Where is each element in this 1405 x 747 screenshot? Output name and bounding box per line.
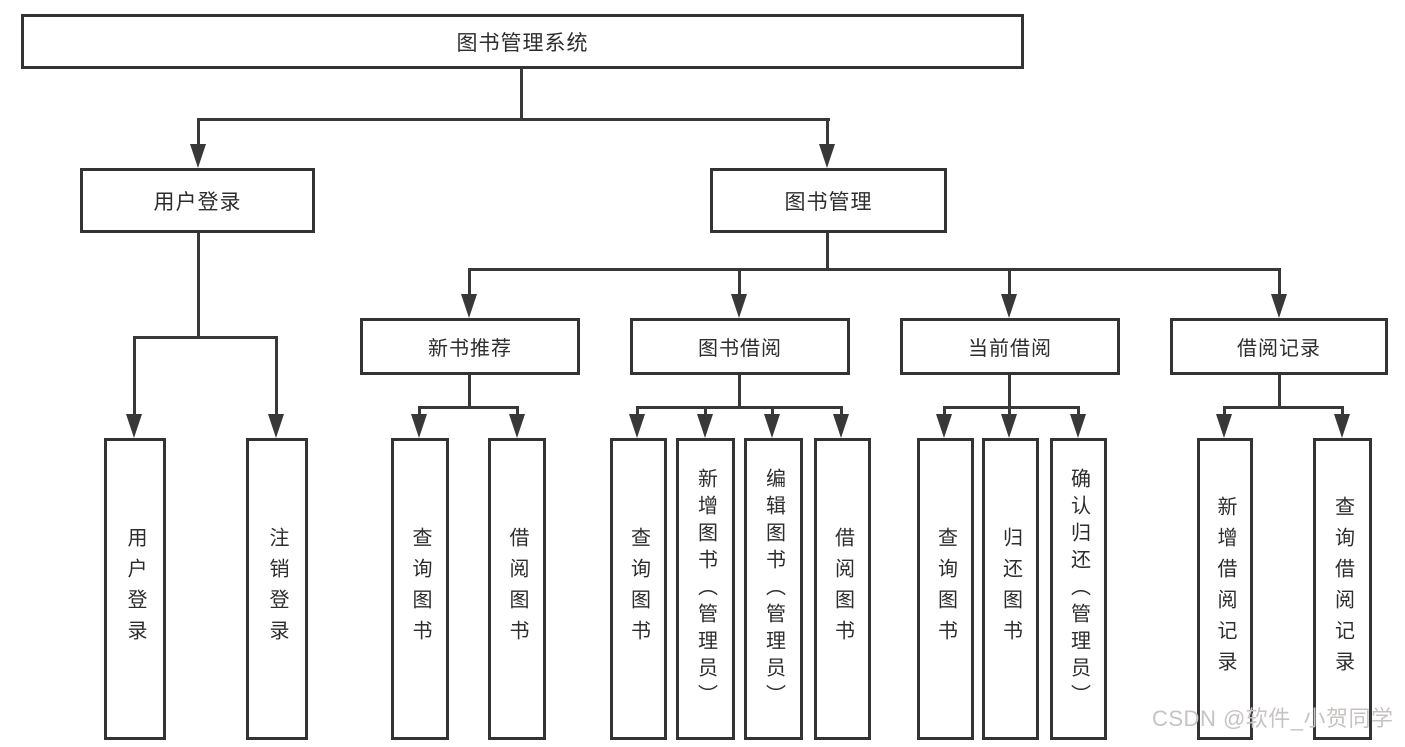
leaf-confirm-return-admin: 确认归还（管理员） xyxy=(1050,438,1107,740)
arrowhead-borrow-books-1 xyxy=(509,414,525,438)
leaf-borrow-books-recommend: 借阅图书 xyxy=(488,438,546,740)
csdn-watermark: CSDN @软件_小贺同学 xyxy=(1152,706,1394,731)
connector-drop-add-borrow-record xyxy=(1223,406,1226,416)
arrowhead-add-book xyxy=(697,414,713,438)
node-borrowing-records: 借阅记录 xyxy=(1170,318,1388,375)
leaf-return-book-label: 归还图书 xyxy=(999,527,1022,651)
node-book-borrowing-label: 图书借阅 xyxy=(698,338,782,360)
connector-drop-borrow-books-1 xyxy=(516,406,519,416)
connector-drop-borrow-books-2 xyxy=(840,406,843,416)
arrowhead-book-management xyxy=(819,144,835,168)
leaf-user-login-label: 用户登录 xyxy=(124,527,146,651)
leaf-query-books-recommend: 查询图书 xyxy=(391,438,449,740)
connector-root-stem xyxy=(520,69,523,118)
leaf-edit-book-admin-label: 编辑图书（管理员） xyxy=(762,467,785,711)
leaf-add-book-admin: 新增图书（管理员） xyxy=(676,438,735,740)
arrowhead-query-books-3 xyxy=(936,414,952,438)
connector-drop-book-management xyxy=(826,118,829,146)
node-book-management: 图书管理 xyxy=(710,168,947,233)
connector-current-borrow-stem xyxy=(1008,375,1011,408)
arrowhead-borrow-records xyxy=(1271,294,1287,318)
connector-book-borrow-branch xyxy=(636,406,843,409)
leaf-add-borrow-record-label: 新增借阅记录 xyxy=(1214,496,1236,682)
node-library-management-system: 图书管理系统 xyxy=(21,14,1024,69)
leaf-borrow-books-label: 借阅图书 xyxy=(831,527,854,651)
connector-drop-edit-book xyxy=(771,406,774,416)
connector-current-borrow-branch xyxy=(943,406,1080,409)
leaf-return-book: 归还图书 xyxy=(982,438,1039,740)
arrowhead-leaf-logout xyxy=(268,414,284,438)
leaf-query-books-borrowing: 查询图书 xyxy=(610,438,667,740)
arrowhead-new-book xyxy=(461,294,477,318)
connector-user-login-branch xyxy=(133,336,278,339)
connector-drop-add-book xyxy=(704,406,707,416)
arrowhead-current-borrow xyxy=(1001,294,1017,318)
arrowhead-leaf-login xyxy=(126,414,142,438)
node-user-login: 用户登录 xyxy=(80,168,315,233)
connector-drop-current-borrow xyxy=(1008,268,1011,296)
connector-drop-user-login xyxy=(197,118,200,146)
arrowhead-query-books-1 xyxy=(411,414,427,438)
leaf-query-books-current-label: 查询图书 xyxy=(934,527,957,651)
connector-drop-query-books-3 xyxy=(943,406,946,416)
connector-new-book-stem xyxy=(468,375,471,408)
connector-drop-confirm-return xyxy=(1077,406,1080,416)
node-user-login-label: 用户登录 xyxy=(153,190,242,214)
connector-drop-query-books-1 xyxy=(418,406,421,416)
connector-user-login-stem xyxy=(197,233,200,338)
node-current-borrowing-label: 当前借阅 xyxy=(968,338,1052,360)
connector-new-book-branch xyxy=(418,406,519,409)
arrowhead-user-login xyxy=(190,144,206,168)
connector-drop-query-borrow-record xyxy=(1341,406,1344,416)
arrowhead-return-book xyxy=(1001,414,1017,438)
arrowhead-add-borrow-record xyxy=(1216,414,1232,438)
arrowhead-query-books-2 xyxy=(629,414,645,438)
leaf-edit-book-admin: 编辑图书（管理员） xyxy=(744,438,803,740)
connector-book-borrow-stem xyxy=(738,375,741,408)
leaf-query-borrow-record-label: 查询借阅记录 xyxy=(1331,496,1354,682)
arrowhead-borrow-books-2 xyxy=(833,414,849,438)
leaf-query-books-borrowing-label: 查询图书 xyxy=(627,527,650,651)
arrowhead-book-borrow xyxy=(731,294,747,318)
arrowhead-edit-book xyxy=(764,414,780,438)
node-current-borrowing: 当前借阅 xyxy=(900,318,1120,375)
node-borrowing-records-label: 借阅记录 xyxy=(1237,338,1321,360)
arrowhead-query-borrow-record xyxy=(1334,414,1350,438)
connector-borrow-records-stem xyxy=(1278,375,1281,408)
leaf-add-book-admin-label: 新增图书（管理员） xyxy=(694,467,717,711)
node-root-label: 图书管理系统 xyxy=(456,31,589,55)
connector-book-management-stem xyxy=(826,233,829,270)
connector-drop-new-book xyxy=(468,268,471,296)
node-new-book-recommendation-label: 新书推荐 xyxy=(428,338,512,360)
connector-drop-return-book xyxy=(1008,406,1011,416)
connector-drop-borrow-records xyxy=(1278,268,1281,296)
leaf-query-borrow-record: 查询借阅记录 xyxy=(1313,438,1372,740)
leaf-user-login: 用户登录 xyxy=(104,438,166,740)
node-book-management-label: 图书管理 xyxy=(784,190,873,214)
arrowhead-confirm-return xyxy=(1070,414,1086,438)
node-book-borrowing: 图书借阅 xyxy=(630,318,850,375)
leaf-logout: 注销登录 xyxy=(246,438,308,740)
node-new-book-recommendation: 新书推荐 xyxy=(360,318,580,375)
connector-borrow-records-branch xyxy=(1223,406,1344,409)
connector-drop-query-books-2 xyxy=(636,406,639,416)
connector-root-branch xyxy=(197,118,830,121)
leaf-query-books-current: 查询图书 xyxy=(917,438,974,740)
connector-book-management-branch xyxy=(468,268,1281,271)
leaf-logout-label: 注销登录 xyxy=(266,527,288,651)
connector-drop-book-borrow xyxy=(738,268,741,296)
leaf-borrow-books-recommend-label: 借阅图书 xyxy=(506,527,528,651)
leaf-borrow-books: 借阅图书 xyxy=(814,438,871,740)
leaf-confirm-return-admin-label: 确认归还（管理员） xyxy=(1067,467,1090,711)
leaf-add-borrow-record: 新增借阅记录 xyxy=(1197,438,1253,740)
connector-drop-leaf-login xyxy=(133,336,136,416)
connector-drop-leaf-logout xyxy=(275,336,278,416)
leaf-query-books-recommend-label: 查询图书 xyxy=(409,527,431,651)
